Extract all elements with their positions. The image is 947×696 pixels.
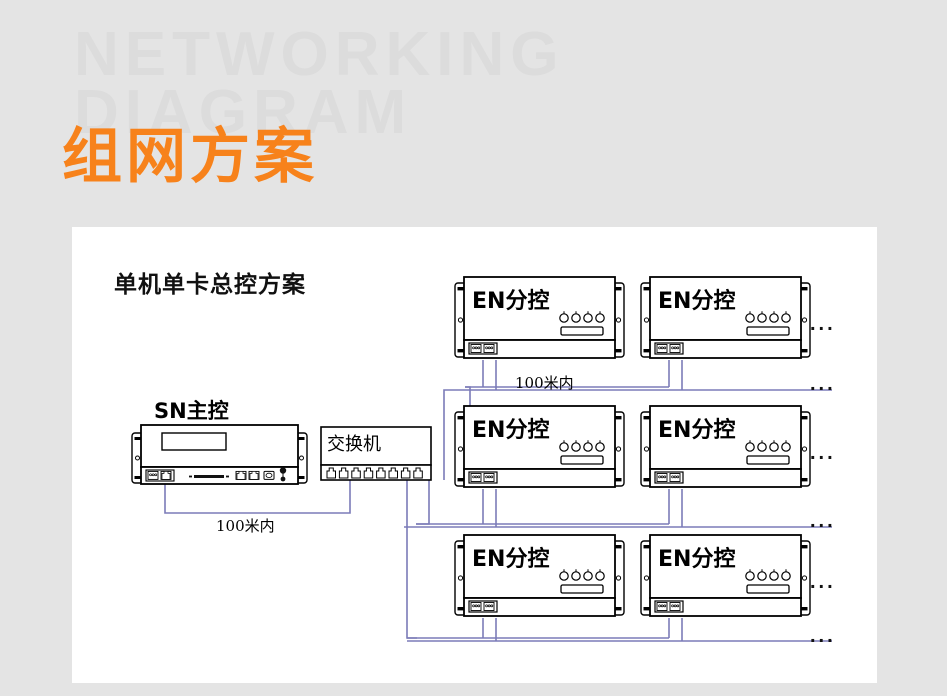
page-header: NETWORKING DIAGRAM 组网方案 [0,0,947,227]
network-diagram-svg [131,276,832,642]
label-sn-master: SN主控 [154,399,229,423]
cable-switch-row1-b [443,389,453,480]
continuation-mark-5: ... [810,571,836,593]
label-en-r3c1: EN分控 [472,547,550,572]
cable-group [164,360,832,642]
continuation-mark-6: ... [810,625,836,647]
device-switch [320,426,432,481]
continuation-mark-2: ... [810,373,836,395]
cable-switch-row2-a [416,480,430,525]
continuation-mark-4: ... [810,510,836,532]
diagram-subtitle: 单机单卡总控方案 [114,272,306,298]
label-en-r2c1: EN分控 [472,418,550,443]
label-en-r1c2: EN分控 [658,289,736,314]
continuation-mark-3: ... [810,442,836,464]
label-en-r1c1: EN分控 [472,289,550,314]
watermark-networking: NETWORKING [74,20,565,89]
cable-master-to-switch [164,480,351,514]
label-en-r3c2: EN分控 [658,547,736,572]
page-title: 组网方案 [62,122,318,192]
watermark-diagram: DIAGRAM [74,78,413,147]
device-sn-master [131,424,308,485]
diagram-panel: 单机单卡总控方案 [72,227,877,683]
cable-switch-row3-a [406,480,417,639]
label-en-r2c2: EN分控 [658,418,736,443]
label-distance-upper: 100米内 [515,374,574,392]
label-switch: 交换机 [327,434,381,455]
label-distance-lower: 100米内 [216,517,275,535]
continuation-mark-1: ... [810,313,836,335]
